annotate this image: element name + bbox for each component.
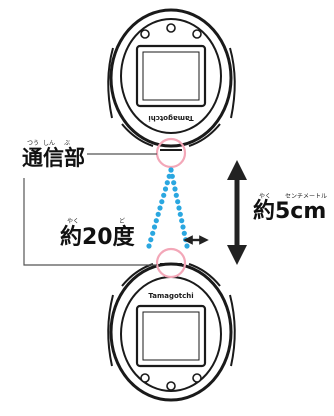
device-bottom-screen — [142, 311, 200, 361]
beam-dot-left — [159, 199, 165, 205]
device-top-button-right — [192, 29, 202, 39]
device-top-screen — [142, 51, 200, 101]
beam-dot-left — [164, 180, 170, 186]
comm-part-highlight-bottom — [155, 247, 187, 279]
angle-ruby-do: ど — [119, 218, 126, 225]
beam-dot-right — [181, 230, 187, 236]
beam-dot-right — [176, 205, 182, 211]
comm-part-highlight-top — [155, 137, 187, 169]
beam-dot-right — [171, 180, 177, 186]
device-top-rim-right — [188, 123, 221, 147]
distance-label: 約5cm — [253, 199, 327, 224]
beam-dot-right — [180, 224, 186, 230]
device-top-rim-left — [121, 123, 154, 147]
comm-part-ruby-shin: しん — [43, 140, 56, 147]
beam-dot-right — [184, 243, 190, 249]
angle-ruby-yaku: やく — [67, 218, 80, 225]
device-top-button-left — [140, 29, 150, 39]
beam-dot-right — [172, 186, 178, 192]
device-top-button-middle — [166, 23, 176, 33]
device-bottom-button-right — [192, 373, 202, 383]
beam-dot-left — [162, 186, 169, 192]
device-top-brand-text: Tamagotchi — [148, 114, 193, 122]
beam-dot-left — [151, 224, 158, 230]
beam-dot-right — [177, 211, 183, 217]
beam-dot-left — [146, 243, 152, 249]
infrared-beam — [146, 167, 190, 249]
device-bottom: Tamagotchi — [107, 262, 236, 402]
beam-dot-left — [153, 218, 159, 224]
device-bottom-brand-text: Tamagotchi — [148, 292, 193, 300]
device-top-left-lug — [107, 47, 114, 119]
distance-ruby-cm: センチメートル — [285, 193, 328, 200]
beam-dot-left — [161, 192, 167, 198]
device-top: Tamagotchi — [107, 8, 236, 148]
beam-dot-left — [157, 205, 163, 211]
device-top-right-lug — [229, 47, 236, 119]
beam-dot-right — [183, 237, 189, 243]
angle-label: 約20度 — [60, 225, 135, 250]
beam-dot-right — [175, 199, 181, 205]
beam-dot-left — [155, 211, 161, 217]
device-bottom-button-left — [140, 373, 150, 383]
beam-dot-right — [179, 218, 185, 224]
beam-dot-right — [168, 167, 174, 173]
beam-dot-left — [150, 230, 156, 236]
beam-dot-right — [173, 192, 179, 198]
comm-part-ruby-tsuu: つう — [27, 140, 40, 147]
beam-dot-right — [169, 173, 175, 179]
comm-part-ruby-bu: ぶ — [64, 140, 71, 147]
bottom-leader-line — [23, 178, 157, 266]
comm-part-label: 通信部 — [22, 146, 85, 170]
device-bottom-right-lug — [229, 294, 236, 367]
device-bottom-left-lug — [107, 294, 114, 367]
device-bottom-rim-right — [188, 263, 221, 287]
device-bottom-button-middle — [166, 381, 176, 391]
distance-ruby-yaku: やく — [259, 193, 272, 200]
beam-dot-left — [148, 237, 154, 243]
